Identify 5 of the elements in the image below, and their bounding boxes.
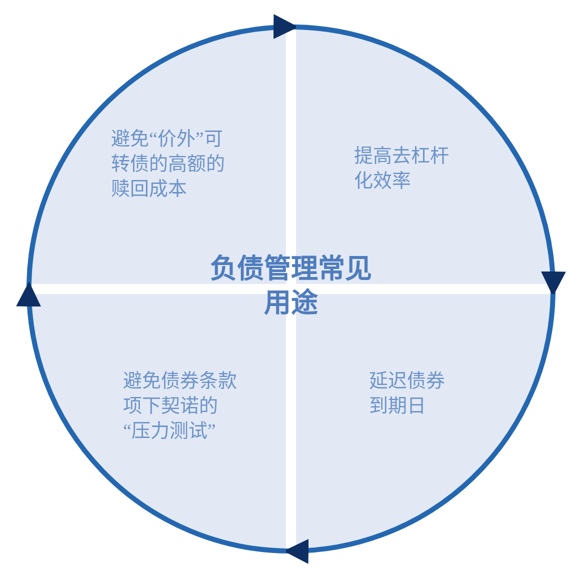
quadrant-label: 避免债券条款项下契诺的“压力测试” <box>123 370 238 444</box>
quadrant-label: 延迟债券到期日 <box>369 370 446 419</box>
center-heading: 负债管理常见用途 <box>209 253 373 320</box>
quadrant-label: 提高去杠杆化效率 <box>354 145 450 194</box>
quadrant-label: 避免“价外”可转债的高额的赎回成本 <box>111 128 225 202</box>
